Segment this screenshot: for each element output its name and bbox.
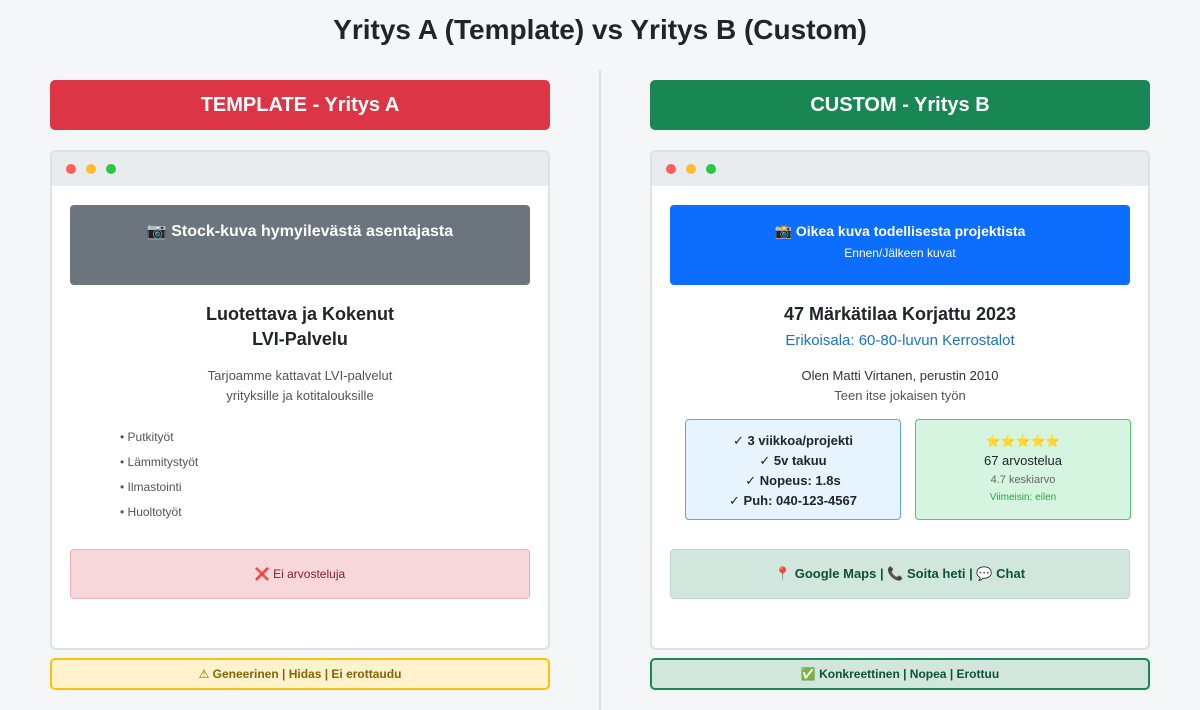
owner-line-2: Teen itse jokaisen työn	[834, 388, 966, 403]
custom-browser-window: 📸 Oikea kuva todellisesta projektista En…	[650, 150, 1150, 650]
custom-verdict-badge: ✅ Konkreettinen | Nopea | Erottuu	[650, 658, 1150, 690]
column-divider	[599, 70, 601, 710]
tagline-line-2: yrityksille ja kotitalouksille	[226, 388, 374, 403]
hero-caption: 📸 Oikea kuva todellisesta projektista	[774, 223, 1026, 239]
headline: Luotettava ja Kokenut LVI-Palvelu	[52, 302, 548, 352]
fact-item: ✓ 5v takuu	[759, 453, 827, 468]
stock-photo-placeholder: 📷 Stock-kuva hymyilevästä asentajasta	[70, 205, 530, 285]
browser-toolbar	[52, 152, 548, 186]
hero-caption: 📷 Stock-kuva hymyilevästä asentajasta	[146, 223, 454, 240]
close-dot-icon[interactable]	[66, 164, 76, 174]
review-count: 67 arvostelua	[983, 453, 1063, 468]
no-reviews-notice: ❌ Ei arvosteluja	[70, 549, 530, 599]
close-dot-icon[interactable]	[666, 164, 676, 174]
services-list: • Putkityöt • Lämmitystyöt • Ilmastointi…	[120, 427, 198, 527]
list-item: • Huoltotyöt	[120, 505, 182, 519]
list-item: • Putkityöt	[120, 430, 174, 444]
fact-item: ✓ Nopeus: 1.8s	[745, 473, 841, 488]
browser-toolbar	[652, 152, 1148, 186]
facts-box: ✓ 3 viikkoa/projekti ✓ 5v takuu ✓ Nopeus…	[685, 419, 901, 520]
reviews-box: ⭐⭐⭐⭐⭐ 67 arvostelua 4.7 keskiarvo Viimei…	[915, 419, 1131, 520]
headline-line-2: LVI-Palvelu	[252, 329, 348, 349]
review-average: 4.7 keskiarvo	[990, 474, 1056, 486]
star-rating-icon: ⭐⭐⭐⭐⭐	[985, 434, 1061, 448]
owner-line-1: Olen Matti Virtanen, perustin 2010	[801, 368, 999, 383]
page-title: Yritys A (Template) vs Yritys B (Custom)	[333, 14, 867, 45]
specialty-link[interactable]: Erikoisala: 60-80-luvun Kerrostalot	[785, 332, 1015, 349]
custom-column: CUSTOM - Yritys B 📸 Oikea kuva todellise…	[650, 80, 1150, 690]
headline: 47 Märkätilaa Korjattu 2023	[783, 304, 1017, 324]
template-column: TEMPLATE - Yritys A 📷 Stock-kuva hymyile…	[50, 80, 550, 690]
list-item: • Lämmitystyöt	[120, 455, 199, 469]
contact-actions-bar[interactable]: 📍 Google Maps | 📞 Soita heti | 💬 Chat	[670, 549, 1130, 599]
hero-subcaption: Ennen/Jälkeen kuvat	[844, 246, 956, 260]
maximize-dot-icon[interactable]	[106, 164, 116, 174]
fact-item: ✓ Puh: 040-123-4567	[729, 493, 857, 508]
project-photo-placeholder: 📸 Oikea kuva todellisesta projektista En…	[670, 205, 1130, 285]
list-item: • Ilmastointi	[120, 480, 182, 494]
maximize-dot-icon[interactable]	[706, 164, 716, 174]
template-header: TEMPLATE - Yritys A	[50, 80, 550, 130]
owner-intro: Olen Matti Virtanen, perustin 2010 Teen …	[652, 366, 1148, 406]
tagline-line-1: Tarjoamme kattavat LVI-palvelut	[207, 368, 393, 383]
custom-header: CUSTOM - Yritys B	[650, 80, 1150, 130]
template-browser-window: 📷 Stock-kuva hymyilevästä asentajasta Lu…	[50, 150, 550, 650]
tagline: Tarjoamme kattavat LVI-palvelut yrityksi…	[52, 366, 548, 406]
minimize-dot-icon[interactable]	[686, 164, 696, 174]
fact-item: ✓ 3 viikkoa/projekti	[733, 433, 853, 448]
minimize-dot-icon[interactable]	[86, 164, 96, 174]
latest-review: Viimeisin: eilen	[989, 492, 1057, 503]
headline-line-1: Luotettava ja Kokenut	[205, 304, 395, 324]
template-verdict-badge: ⚠ Geneerinen | Hidas | Ei erottaudu	[50, 658, 550, 690]
